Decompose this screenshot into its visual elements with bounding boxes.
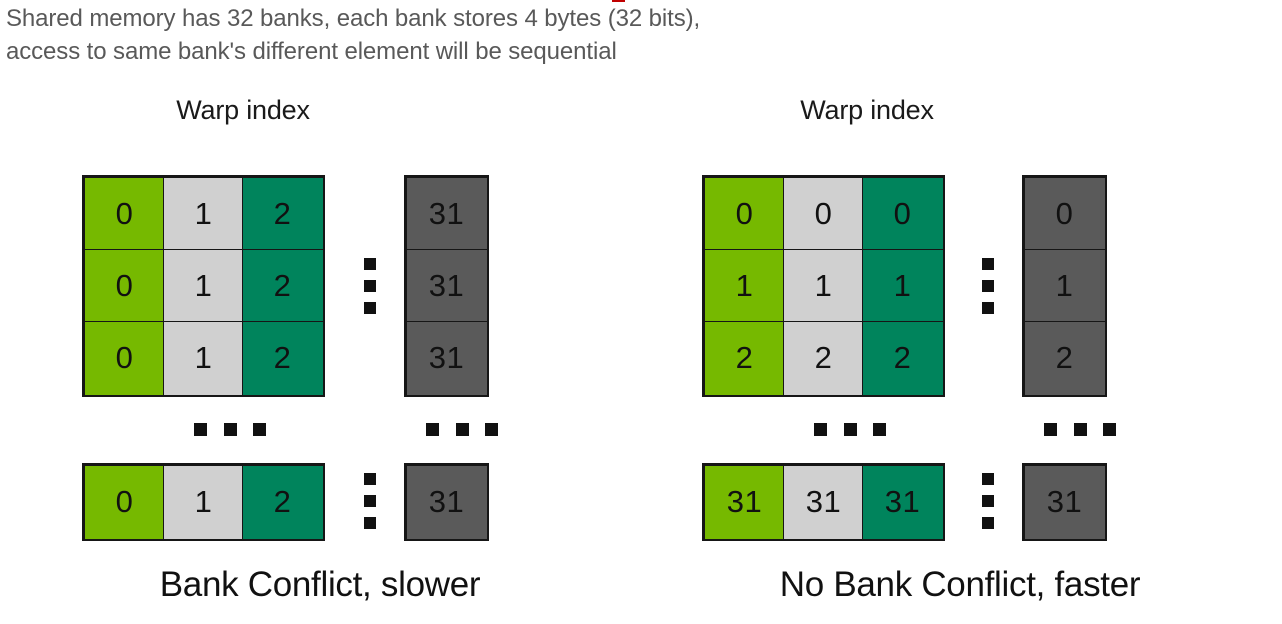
matrix-row: 0 1 2 bbox=[83, 176, 324, 252]
matrix-row: 0 1 2 bbox=[83, 320, 324, 396]
matrix-row: 0 0 0 bbox=[703, 176, 944, 252]
matrix-cell: 2 bbox=[1023, 320, 1106, 396]
matrix-cell: 2 bbox=[241, 320, 324, 396]
matrix-cell: 2 bbox=[861, 320, 944, 396]
matrix-cell: 0 bbox=[703, 176, 786, 252]
matrix-cell: 31 bbox=[405, 320, 488, 396]
matrix-cell: 31 bbox=[1023, 464, 1106, 540]
caption-no-bank-conflict: No Bank Conflict, faster bbox=[779, 565, 1141, 604]
panel-title-bank-conflict: Warp index bbox=[176, 95, 310, 125]
matrix-row: 31 bbox=[1023, 464, 1106, 540]
matrix-cell: 1 bbox=[162, 320, 245, 396]
matrix-cell: 1 bbox=[162, 176, 245, 252]
matrix-cell: 31 bbox=[782, 464, 865, 540]
matrix-cell: 1 bbox=[703, 248, 786, 324]
matrix-cell: 2 bbox=[703, 320, 786, 396]
matrix-bank-conflict-main: 0 1 2 0 1 2 0 1 2 bbox=[82, 175, 325, 397]
matrix-row: 0 bbox=[1023, 176, 1106, 252]
matrix-cell: 2 bbox=[241, 248, 324, 324]
matrix-cell: 31 bbox=[703, 464, 786, 540]
vertical-ellipsis-icon bbox=[982, 473, 994, 529]
matrix-row: 31 bbox=[405, 248, 488, 324]
matrix-bank-conflict-last-bank: 31 31 31 bbox=[404, 175, 489, 397]
matrix-cell: 2 bbox=[241, 464, 324, 540]
matrix-row: 1 bbox=[1023, 248, 1106, 324]
red-marker-icon bbox=[612, 0, 625, 2]
matrix-cell: 0 bbox=[83, 176, 166, 252]
matrix-row: 31 bbox=[405, 464, 488, 540]
matrix-cell: 0 bbox=[782, 176, 865, 252]
caption-bank-conflict: Bank Conflict, slower bbox=[159, 565, 481, 604]
matrix-cell: 1 bbox=[162, 248, 245, 324]
matrix-row: 31 31 31 bbox=[703, 464, 944, 540]
horizontal-ellipsis-icon bbox=[194, 423, 266, 436]
vertical-ellipsis-icon bbox=[364, 258, 376, 314]
matrix-cell: 0 bbox=[1023, 176, 1106, 252]
matrix-row: 2 2 2 bbox=[703, 320, 944, 396]
panel-title-no-bank-conflict: Warp index bbox=[800, 95, 934, 125]
matrix-cell: 0 bbox=[83, 320, 166, 396]
slide-description-text: Shared memory has 32 banks, each bank st… bbox=[6, 5, 701, 65]
matrix-row: 2 bbox=[1023, 320, 1106, 396]
matrix-cell: 1 bbox=[1023, 248, 1106, 324]
matrix-no-bank-conflict-last-row: 31 31 31 bbox=[702, 463, 945, 541]
matrix-cell: 2 bbox=[241, 176, 324, 252]
matrix-cell: 31 bbox=[405, 464, 488, 540]
matrix-cell: 31 bbox=[405, 176, 488, 252]
matrix-no-bank-conflict-last-bank-last-row: 31 bbox=[1022, 463, 1107, 541]
matrix-row: 0 1 2 bbox=[83, 464, 324, 540]
matrix-cell: 0 bbox=[83, 248, 166, 324]
matrix-no-bank-conflict-main: 0 0 0 1 1 1 2 2 2 bbox=[702, 175, 945, 397]
vertical-ellipsis-icon bbox=[364, 473, 376, 529]
matrix-cell: 0 bbox=[861, 176, 944, 252]
matrix-no-bank-conflict-last-bank: 0 1 2 bbox=[1022, 175, 1107, 397]
matrix-cell: 31 bbox=[861, 464, 944, 540]
matrix-cell: 1 bbox=[162, 464, 245, 540]
matrix-cell: 2 bbox=[782, 320, 865, 396]
horizontal-ellipsis-icon bbox=[1044, 423, 1116, 436]
matrix-cell: 1 bbox=[861, 248, 944, 324]
matrix-cell: 0 bbox=[83, 464, 166, 540]
matrix-bank-conflict-last-row: 0 1 2 bbox=[82, 463, 325, 541]
horizontal-ellipsis-icon bbox=[426, 423, 498, 436]
matrix-cell: 31 bbox=[405, 248, 488, 324]
horizontal-ellipsis-icon bbox=[814, 423, 886, 436]
matrix-row: 1 1 1 bbox=[703, 248, 944, 324]
matrix-cell: 1 bbox=[782, 248, 865, 324]
vertical-ellipsis-icon bbox=[982, 258, 994, 314]
matrix-row: 31 bbox=[405, 176, 488, 252]
matrix-row: 31 bbox=[405, 320, 488, 396]
matrix-row: 0 1 2 bbox=[83, 248, 324, 324]
matrix-bank-conflict-last-bank-last-row: 31 bbox=[404, 463, 489, 541]
